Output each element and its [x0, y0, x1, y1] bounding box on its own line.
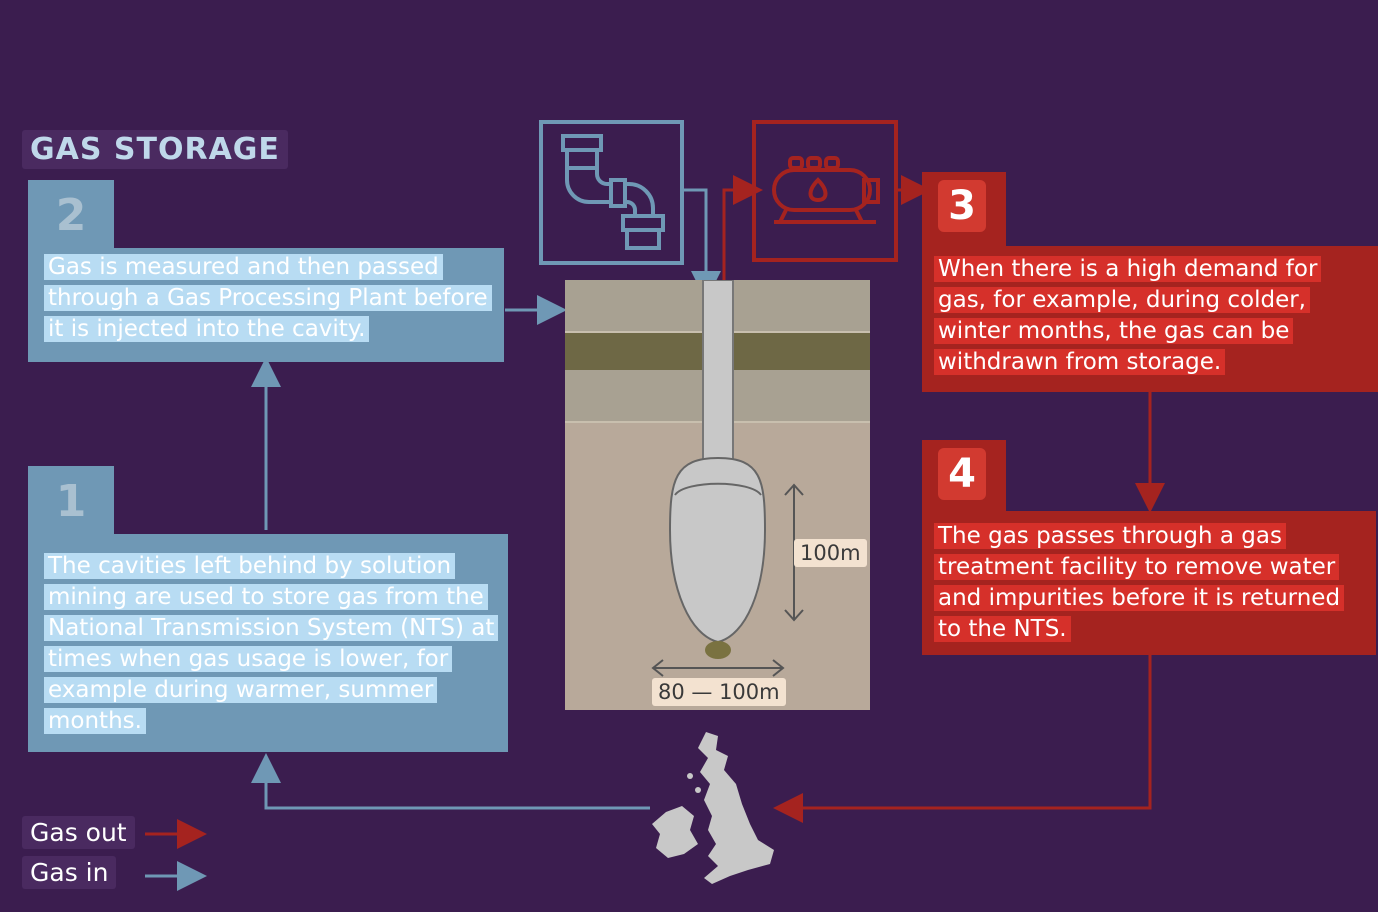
step-1-text: The cavities left behind by solution min… [44, 553, 499, 734]
cavity-height-label: 100m [794, 539, 867, 567]
step-2-text-wrap: Gas is measured and then passed through … [44, 252, 494, 345]
legend-gas-out-label: Gas out [22, 816, 135, 849]
step-1-text-wrap: The cavities left behind by solution min… [44, 551, 504, 737]
pipe-icon [539, 120, 684, 265]
step-4-text-wrap: The gas passes through a gas treatment f… [934, 521, 1370, 645]
step-3-number: 3 [938, 180, 986, 232]
step-3-text-wrap: When there is a high demand for gas, for… [934, 254, 1370, 378]
step-1-number: 1 [28, 466, 114, 536]
storage-cavity-diagram [565, 279, 870, 710]
legend-gas-in-label: Gas in [22, 856, 117, 889]
step-3-text: When there is a high demand for gas, for… [934, 256, 1322, 375]
cavity-width-label: 80 — 100m [652, 678, 786, 706]
uk-map-icon [638, 728, 780, 893]
step-4-number: 4 [938, 448, 986, 500]
step-4-text: The gas passes through a gas treatment f… [934, 523, 1345, 642]
step-2-number: 2 [28, 180, 114, 250]
gas-treatment-tank-icon [752, 120, 898, 262]
page-title: GAS STORAGE [22, 130, 288, 169]
step-2-text: Gas is measured and then passed through … [44, 254, 492, 342]
